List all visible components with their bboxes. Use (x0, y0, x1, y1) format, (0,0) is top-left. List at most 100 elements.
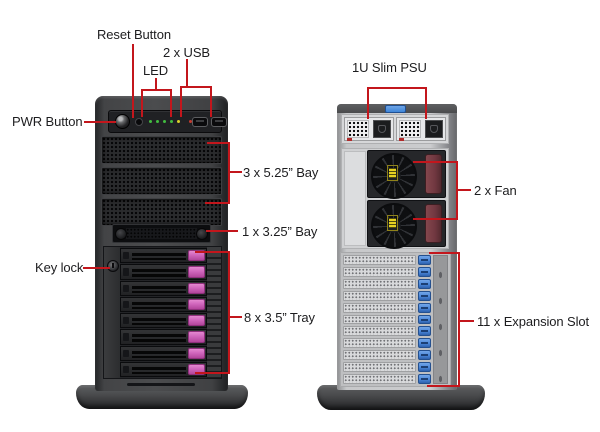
tray-latch (188, 315, 205, 327)
callout-line-usb-bracket (180, 86, 212, 88)
callout-line-keylock (83, 267, 110, 269)
slot-cover (343, 338, 416, 349)
bay-325-mesh (126, 228, 197, 239)
label-psu: 1U Slim PSU (352, 60, 427, 75)
slot-cover (343, 326, 416, 337)
expansion-slot (343, 266, 431, 277)
callout-line-tray-stem (228, 316, 242, 318)
drive-tray (120, 329, 207, 345)
callout-line-bay525-bottom (205, 202, 230, 204)
callout-line-exp-top (429, 252, 460, 254)
status-led (170, 120, 173, 123)
expansion-slot (343, 290, 431, 301)
power-button (115, 114, 130, 129)
front-control-panel (108, 110, 227, 133)
tray-grip (123, 284, 129, 292)
tray-latch (188, 331, 205, 343)
tray-grip (123, 317, 129, 325)
tray-latch (188, 347, 205, 359)
label-bay-525: 3 x 5.25” Bay (243, 165, 319, 180)
psu-row (341, 114, 449, 144)
drive-tray (120, 345, 207, 361)
tray-grip (123, 349, 129, 357)
label-usb: 2 x USB (163, 45, 210, 60)
cage-rail-right (207, 247, 221, 378)
callout-line-bay525-top (207, 142, 230, 144)
label-bay-325: 1 x 3.25” Bay (242, 224, 318, 239)
fan-section (341, 148, 449, 249)
tray-grip (123, 300, 129, 308)
drive-tray (120, 248, 207, 264)
rear-top-cap (337, 104, 457, 113)
callout-line-led-right (170, 89, 172, 117)
expansion-slot-section (340, 252, 451, 387)
bay-525 (101, 198, 222, 226)
slot-latch-blue (418, 374, 431, 384)
callout-line-usb-right (210, 86, 212, 117)
psu-power-inlet (373, 120, 391, 138)
tray-latch (188, 282, 205, 294)
slot-cover (343, 278, 416, 289)
callout-line-bay525-bracket (228, 142, 230, 204)
label-fan: 2 x Fan (474, 183, 517, 198)
psu-grille (347, 120, 369, 138)
slot-cover (343, 350, 416, 361)
callout-line-psu-left (367, 87, 369, 119)
callout-line-led-bracket (141, 89, 172, 91)
callout-line-usb-stem (186, 59, 188, 87)
cage-rail-left (104, 247, 120, 378)
label-expansion: 11 x Expansion Slot (477, 314, 590, 329)
tray-grip (123, 252, 129, 260)
callout-line-led-stem (155, 78, 157, 90)
drive-tray (120, 361, 207, 377)
psu-release-lever (347, 138, 352, 141)
callout-line-fan-top (413, 161, 458, 163)
tray-latch (188, 250, 205, 262)
status-led-row (149, 120, 180, 123)
usb-port-group (192, 116, 227, 127)
slot-latch-blue (418, 314, 431, 325)
callout-line-fan-bottom (413, 218, 458, 220)
fan-warning-label (387, 214, 398, 231)
status-led (149, 120, 152, 123)
alarm-led (189, 120, 192, 123)
expansion-slot (343, 326, 431, 337)
drive-tray (120, 280, 207, 296)
label-key-lock: Key lock (35, 260, 84, 275)
tray-vents (132, 348, 186, 358)
fan-warning-label (387, 165, 398, 181)
tray-vents (132, 299, 186, 309)
callout-line-led-left (141, 89, 143, 117)
slot-cover (343, 362, 416, 373)
label-led: LED (143, 63, 168, 78)
callout-line-bay525-stem (228, 171, 242, 173)
expansion-slot (343, 302, 431, 313)
slot-latch-blue (418, 278, 431, 289)
front-bottom-vent (127, 383, 195, 386)
psu-grille (399, 120, 421, 138)
expansion-slot (343, 255, 431, 265)
tray-grip (123, 333, 129, 341)
status-led (156, 120, 159, 123)
fan-handle (425, 203, 442, 243)
slot-latch-blue (418, 338, 431, 349)
callout-line-psu-bracket (367, 87, 427, 89)
psu-module (396, 117, 446, 141)
tray-vents (132, 364, 186, 374)
fan-module (367, 150, 446, 249)
callout-line-tray-bracket (228, 251, 230, 374)
callout-line-exp-bottom (427, 385, 460, 387)
drive-tray (120, 313, 207, 329)
tray-latch (188, 298, 205, 310)
usb-port (192, 116, 208, 127)
drive-tray (120, 296, 207, 312)
psu-power-inlet (425, 120, 443, 138)
label-tray: 8 x 3.5” Tray (244, 310, 315, 325)
drive-tray (120, 264, 207, 280)
label-reset-button: Reset Button (97, 27, 171, 42)
tray-vents (132, 332, 186, 342)
expansion-slot-stack (343, 255, 431, 384)
psu-module (344, 117, 394, 141)
usb-port (211, 116, 227, 127)
callout-line-pwr (84, 121, 116, 123)
